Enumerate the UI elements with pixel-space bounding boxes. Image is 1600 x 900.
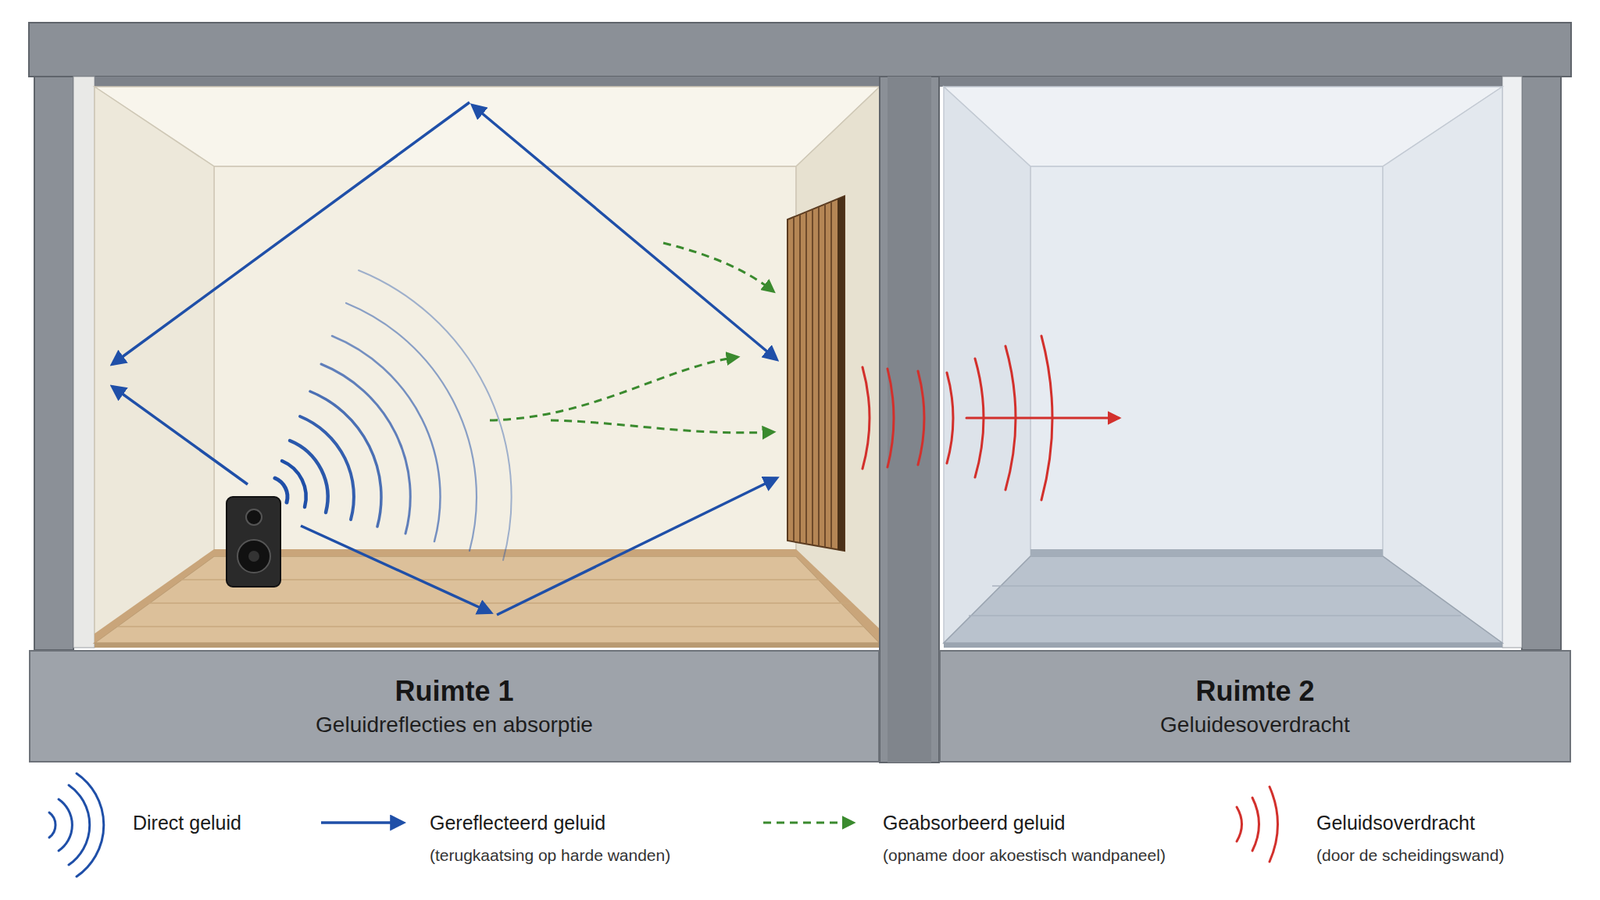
legend-note: (terugkaatsing op harde wanden) [429, 846, 671, 865]
panel-edge [837, 196, 845, 551]
panel-slat [811, 209, 814, 545]
room-band: Ruimte 2 Geluidesoverdracht [939, 650, 1572, 763]
ceiling-edge [939, 76, 1503, 87]
reflection-ray [496, 478, 777, 615]
reflection-ray [472, 105, 777, 360]
legend-text: Geluidsoverdracht [1316, 811, 1475, 835]
absorption-path [489, 357, 738, 421]
sound-arc [289, 440, 329, 513]
panel-slat [817, 207, 820, 547]
partition-wall [879, 76, 940, 763]
sound-arc [310, 391, 382, 527]
room-band: Ruimte 1 Geluidreflecties en absorptie [28, 650, 880, 763]
panel-slat [805, 211, 808, 544]
legend-reflected-sample [321, 821, 404, 825]
side-wall [943, 86, 1031, 643]
room-subtitle: Geluidreflecties en absorptie [315, 711, 593, 739]
transmission-arc [1269, 786, 1279, 862]
absorption-path [663, 242, 774, 292]
absorption-path [550, 420, 774, 433]
absorbed-sound [489, 242, 774, 433]
left-wall [34, 76, 74, 650]
sound-arc [321, 364, 411, 534]
side-wall [1382, 86, 1503, 643]
transmission-arrow [966, 417, 1119, 420]
legend-note: (opname door akoestisch wandpaneel) [882, 846, 1166, 865]
panel-slats [793, 201, 832, 549]
floor-plank [992, 585, 1422, 587]
floor-edge [943, 642, 1503, 648]
room-subtitle: Geluidesoverdracht [1160, 711, 1350, 739]
transmission-arc [1252, 797, 1260, 851]
transmission-arc [946, 372, 954, 464]
back-wall [1030, 166, 1383, 557]
panel-slat [799, 214, 801, 543]
sound-arc [58, 799, 72, 851]
ceiling-edge [94, 76, 880, 87]
acoustic-panel [787, 196, 845, 551]
legend-transmission-sample [1236, 786, 1279, 862]
wood-floor [94, 556, 880, 643]
transmission-arc [917, 371, 925, 465]
panel-slat [830, 201, 833, 549]
side-wall [94, 86, 215, 643]
legend-text: Direct geluid [132, 811, 242, 835]
sound-arc [332, 335, 441, 542]
sound-arc [346, 303, 477, 551]
legend-text: Gereflecteerd geluid [429, 811, 606, 835]
panel-slat [792, 217, 795, 542]
legend-absorbed-sample [763, 821, 854, 825]
transmission-arc [862, 367, 870, 469]
transmission-arc [887, 368, 894, 468]
room-title: Ruimte 1 [394, 675, 514, 708]
transmission-arc [1236, 807, 1243, 842]
baseboard [94, 549, 215, 643]
floor [943, 556, 1503, 643]
floor-plank [968, 614, 1461, 617]
reflection-ray [300, 525, 491, 613]
baseboard [1030, 549, 1383, 557]
legend-note: (door de scheidingswand) [1316, 846, 1504, 865]
baseboard [796, 549, 880, 643]
floor-edge [94, 642, 880, 648]
legend-text: Geabsorbeerd geluid [882, 811, 1066, 835]
reflection-ray [112, 386, 248, 485]
right-wall [1521, 76, 1561, 650]
speaker-cone [248, 550, 260, 562]
reflected-sound [112, 102, 777, 615]
room-title: Ruimte 2 [1195, 675, 1315, 708]
panel-slat [824, 203, 826, 547]
speaker-woofer [237, 539, 271, 573]
floor-plank [148, 602, 852, 604]
wall-plaster [1502, 76, 1522, 648]
sound-transmission [862, 335, 1119, 500]
sound-arc [76, 773, 104, 877]
sound-arc [300, 416, 354, 520]
sound-arc [358, 270, 512, 561]
ceiling-slab [28, 22, 1572, 77]
sound-arc [68, 785, 90, 865]
reflection-ray [112, 102, 470, 365]
partition-core [887, 76, 932, 763]
wall-plaster [73, 76, 95, 648]
sound-arc [282, 460, 307, 508]
sound-arc [49, 812, 56, 838]
speaker-tweeter [246, 509, 262, 525]
floor-plank [117, 625, 864, 628]
direct-sound [275, 270, 512, 561]
room-ceiling [94, 86, 880, 167]
speaker [226, 496, 281, 587]
legend-direct-sample [49, 773, 104, 877]
